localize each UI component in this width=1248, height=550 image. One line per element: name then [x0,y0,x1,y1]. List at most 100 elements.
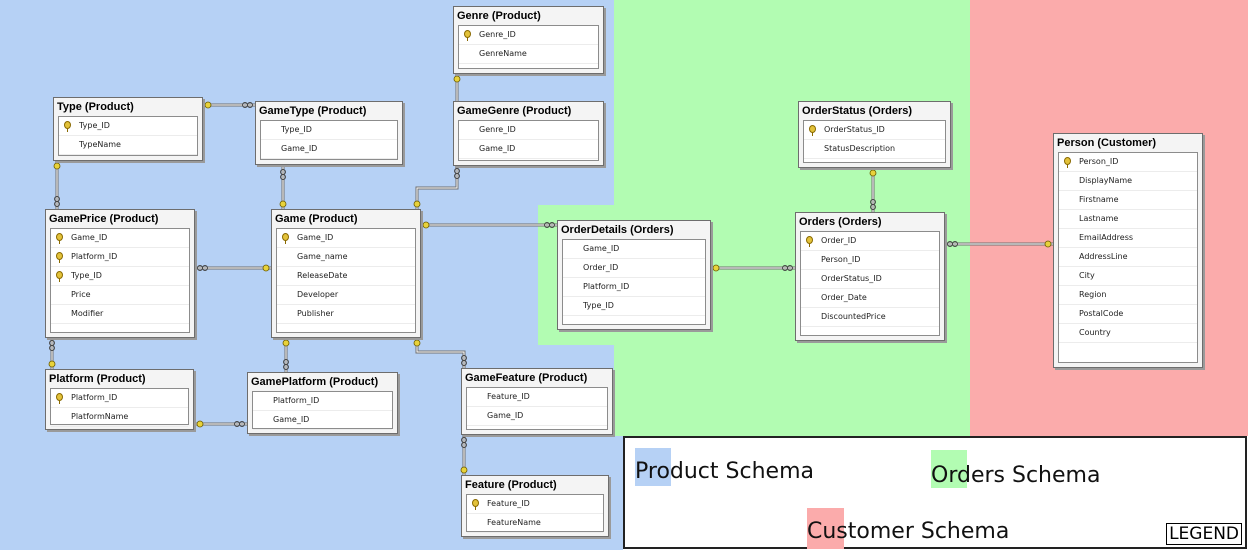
column-row[interactable]: StatusDescription [804,140,945,159]
column-row[interactable]: City [1059,267,1197,286]
table-title: Genre (Product) [457,10,541,22]
column-row[interactable]: Feature_ID [467,388,607,407]
column-row[interactable]: Game_ID [51,229,189,248]
table-type[interactable]: Type (Product) Type_ID TypeName [53,97,203,161]
column-row[interactable]: ReleaseDate [277,267,415,286]
column-row[interactable]: OrderStatus_ID [804,121,945,140]
column-row[interactable]: DisplayName [1059,172,1197,191]
table-gameprice[interactable]: GamePrice (Product) Game_ID Platform_ID … [45,209,195,338]
column-name: Type_ID [79,121,110,130]
column-row[interactable]: Genre_ID [459,121,598,140]
table-genre[interactable]: Genre (Product) Genre_ID GenreName [453,6,604,74]
column-row[interactable]: Game_ID [277,229,415,248]
column-row[interactable]: Price [51,286,189,305]
column-row[interactable]: AddressLine [1059,248,1197,267]
column-name: GenreName [479,49,527,58]
table-columns: Game_ID Platform_ID Type_ID Price Modifi… [50,228,190,333]
column-name: Lastname [1079,214,1119,223]
table-title: Game (Product) [275,213,358,225]
column-row[interactable]: Firstname [1059,191,1197,210]
table-title: Platform (Product) [49,373,146,385]
table-game[interactable]: Game (Product) Game_ID Game_name Release… [271,209,421,338]
column-row[interactable]: PlatformName [51,408,188,427]
column-row[interactable]: Order_Date [801,289,939,308]
column-row[interactable]: FeatureName [467,514,603,533]
column-row[interactable]: Lastname [1059,210,1197,229]
primary-key-icon [56,252,63,263]
table-title: GamePrice (Product) [49,213,159,225]
primary-key-icon [806,236,813,247]
column-row[interactable]: Platform_ID [51,248,189,267]
table-title: GameType (Product) [259,105,367,117]
table-columns: Genre_ID GenreName [458,25,599,69]
column-name: Platform_ID [583,282,630,291]
table-title: OrderStatus (Orders) [802,105,913,117]
column-row[interactable]: GenreName [459,45,598,64]
column-name: Feature_ID [487,499,530,508]
column-row[interactable]: Developer [277,286,415,305]
table-title: Type (Product) [57,101,134,113]
column-name: Game_ID [281,144,318,153]
table-columns: Feature_ID FeatureName [466,494,604,533]
column-name: Feature_ID [487,392,530,401]
column-row[interactable]: Type_ID [51,267,189,286]
column-row[interactable]: Type_ID [563,297,705,316]
column-row[interactable]: Feature_ID [467,495,603,514]
column-row[interactable]: Game_ID [459,140,598,159]
column-name: TypeName [79,140,121,149]
primary-key-icon [282,233,289,244]
column-row[interactable]: Game_ID [261,140,397,159]
product-swatch [635,448,671,486]
table-orderstatus[interactable]: OrderStatus (Orders) OrderStatus_ID Stat… [798,101,951,168]
table-columns: Genre_ID Game_ID [458,120,599,161]
table-gamefeature[interactable]: GameFeature (Product) Feature_ID Game_ID [461,368,613,435]
table-columns: OrderStatus_ID StatusDescription [803,120,946,163]
table-gametype[interactable]: GameType (Product) Type_ID Game_ID [255,101,403,165]
column-row[interactable]: TypeName [59,136,197,155]
table-orderdetails[interactable]: OrderDetails (Orders) Game_ID Order_ID P… [557,220,711,330]
column-row[interactable]: Platform_ID [253,392,392,411]
column-row[interactable]: Platform_ID [563,278,705,297]
column-name: Game_ID [479,144,516,153]
column-row[interactable]: Genre_ID [459,26,598,45]
column-row[interactable]: Game_ID [563,240,705,259]
column-row[interactable]: EmailAddress [1059,229,1197,248]
column-row[interactable]: OrderStatus_ID [801,270,939,289]
column-name: Order_Date [821,293,867,302]
column-name: Price [71,290,91,299]
column-row[interactable]: Person_ID [1059,153,1197,172]
column-name: Country [1079,328,1111,337]
table-feature[interactable]: Feature (Product) Feature_ID FeatureName [461,475,609,537]
column-name: Platform_ID [71,393,118,402]
table-person[interactable]: Person (Customer) Person_ID DisplayName … [1053,133,1203,368]
table-title: Feature (Product) [465,479,557,491]
column-row[interactable]: Modifier [51,305,189,324]
column-row[interactable]: PostalCode [1059,305,1197,324]
column-row[interactable]: Type_ID [261,121,397,140]
column-row[interactable]: Region [1059,286,1197,305]
column-row[interactable]: Country [1059,324,1197,343]
column-row[interactable]: Platform_ID [51,389,188,408]
primary-key-icon [1064,157,1071,168]
table-platform[interactable]: Platform (Product) Platform_ID PlatformN… [45,369,194,430]
column-row[interactable]: Order_ID [563,259,705,278]
column-name: Game_ID [487,411,524,420]
orders-swatch [931,450,967,488]
column-row[interactable]: Type_ID [59,117,197,136]
column-row[interactable]: Game_ID [467,407,607,426]
column-name: Genre_ID [479,125,516,134]
table-gamegenre[interactable]: GameGenre (Product) Genre_ID Game_ID [453,101,604,166]
column-row[interactable]: Game_ID [253,411,392,430]
column-name: PostalCode [1079,309,1124,318]
column-name: AddressLine [1079,252,1128,261]
column-row[interactable]: Publisher [277,305,415,324]
column-row[interactable]: Person_ID [801,251,939,270]
column-row[interactable]: Game_name [277,248,415,267]
table-orders[interactable]: Orders (Orders) Order_ID Person_ID Order… [795,212,945,341]
column-name: Game_ID [273,415,310,424]
column-row[interactable]: Order_ID [801,232,939,251]
table-gameplatform[interactable]: GamePlatform (Product) Platform_ID Game_… [247,372,398,434]
primary-key-icon [56,271,63,282]
table-title: OrderDetails (Orders) [561,224,674,236]
column-row[interactable]: DiscountedPrice [801,308,939,327]
